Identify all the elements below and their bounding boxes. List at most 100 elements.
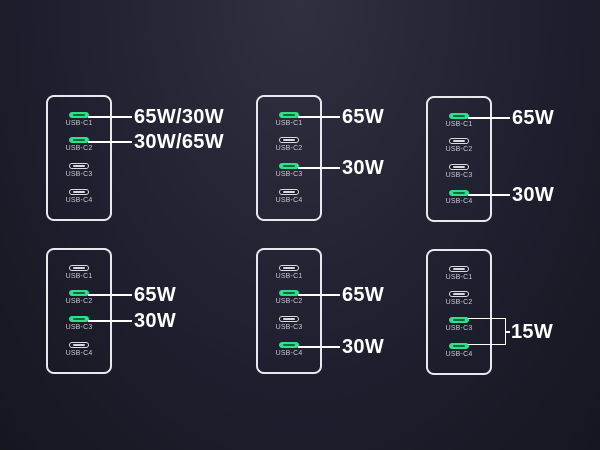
port-usb-c4: USB-C4: [48, 342, 110, 364]
port-label: USB-C2: [445, 146, 473, 153]
charger-body: USB-C1 USB-C2 USB-C3 USB-C4: [426, 96, 492, 222]
port-label: USB-C1: [275, 273, 303, 280]
leader-line: [298, 294, 340, 296]
port-usb-c4: USB-C4: [258, 189, 320, 211]
usb-c-port-icon: [449, 190, 469, 196]
port-label: USB-C4: [275, 350, 303, 357]
usb-c-port-icon: [69, 189, 89, 195]
charger-body: USB-C1 USB-C2 USB-C3 USB-C4: [426, 249, 492, 375]
port-label: USB-C1: [65, 273, 93, 280]
leader-line: [298, 167, 340, 169]
port-usb-c2: USB-C2: [428, 138, 490, 160]
wattage-label: 65W: [134, 284, 177, 306]
wattage-label: 65W: [342, 106, 385, 128]
usb-c-port-icon: [449, 291, 469, 297]
port-usb-c3: USB-C3: [48, 316, 110, 338]
leader-line: [88, 141, 132, 143]
usb-c-port-icon: [69, 316, 89, 322]
charger-body: USB-C1 USB-C2 USB-C3 USB-C4: [256, 248, 322, 374]
port-label: USB-C4: [65, 197, 93, 204]
charger-body: USB-C1 USB-C2 USB-C3 USB-C4: [46, 248, 112, 374]
port-usb-c4: USB-C4: [258, 342, 320, 364]
leader-line: [88, 294, 132, 296]
port-label: USB-C2: [445, 299, 473, 306]
usb-c-port-icon: [69, 163, 89, 169]
port-usb-c2: USB-C2: [428, 291, 490, 313]
port-usb-c1: USB-C1: [48, 112, 110, 134]
wattage-label: 30W: [342, 336, 385, 358]
port-label: USB-C2: [275, 145, 303, 152]
port-usb-c1: USB-C1: [48, 265, 110, 287]
usb-c-port-icon: [69, 290, 89, 296]
port-label: USB-C1: [445, 274, 473, 281]
leader-line: [88, 320, 132, 322]
wattage-label: 65W: [512, 107, 555, 129]
port-usb-c1: USB-C1: [428, 266, 490, 288]
usb-c-port-icon: [279, 137, 299, 143]
usb-c-port-icon: [279, 316, 299, 322]
port-label: USB-C2: [65, 298, 93, 305]
usb-c-port-icon: [449, 343, 469, 349]
port-usb-c3: USB-C3: [258, 163, 320, 185]
usb-c-port-icon: [279, 112, 299, 118]
port-usb-c2: USB-C2: [258, 290, 320, 312]
usb-c-port-icon: [449, 138, 469, 144]
usb-c-port-icon: [449, 317, 469, 323]
port-usb-c2: USB-C2: [258, 137, 320, 159]
port-label: USB-C4: [445, 198, 473, 205]
port-usb-c1: USB-C1: [258, 112, 320, 134]
port-label: USB-C3: [65, 324, 93, 331]
port-usb-c2: USB-C2: [48, 137, 110, 159]
port-usb-c4: USB-C4: [428, 343, 490, 365]
port-label: USB-C4: [65, 350, 93, 357]
leader-line: [88, 116, 132, 118]
usb-c-port-icon: [279, 163, 299, 169]
charger-body: USB-C1 USB-C2 USB-C3 USB-C4: [256, 95, 322, 221]
usb-c-port-icon: [69, 342, 89, 348]
wattage-label: 15W: [511, 321, 554, 343]
usb-c-port-icon: [69, 137, 89, 143]
port-usb-c1: USB-C1: [258, 265, 320, 287]
port-label: USB-C3: [65, 171, 93, 178]
port-label: USB-C4: [275, 197, 303, 204]
usb-c-port-icon: [449, 113, 469, 119]
port-usb-c3: USB-C3: [428, 164, 490, 186]
port-usb-c4: USB-C4: [48, 189, 110, 211]
leader-line: [298, 116, 340, 118]
wattage-label: 30W: [134, 310, 177, 332]
port-label: USB-C3: [445, 325, 473, 332]
port-label: USB-C3: [275, 171, 303, 178]
port-label: USB-C1: [275, 120, 303, 127]
wattage-label: 30W: [342, 157, 385, 179]
bracket-line: [468, 318, 506, 345]
wattage-label: 30W: [512, 184, 555, 206]
port-usb-c1: USB-C1: [428, 113, 490, 135]
leader-line: [468, 117, 510, 119]
usb-c-port-icon: [279, 265, 299, 271]
leader-line: [505, 331, 510, 333]
port-label: USB-C3: [445, 172, 473, 179]
port-label: USB-C3: [275, 324, 303, 331]
charger-body: USB-C1 USB-C2 USB-C3 USB-C4: [46, 95, 112, 221]
port-usb-c3: USB-C3: [258, 316, 320, 338]
wattage-label: 30W/65W: [134, 131, 224, 153]
leader-line: [468, 194, 510, 196]
usb-c-port-icon: [69, 112, 89, 118]
wattage-label: 65W: [342, 284, 385, 306]
port-usb-c3: USB-C3: [428, 317, 490, 339]
port-usb-c3: USB-C3: [48, 163, 110, 185]
port-label: USB-C2: [275, 298, 303, 305]
port-usb-c2: USB-C2: [48, 290, 110, 312]
port-label: USB-C1: [445, 121, 473, 128]
usb-c-port-icon: [279, 189, 299, 195]
usb-c-port-icon: [449, 164, 469, 170]
leader-line: [298, 346, 340, 348]
port-label: USB-C2: [65, 145, 93, 152]
port-label: USB-C4: [445, 351, 473, 358]
usb-c-port-icon: [449, 266, 469, 272]
port-label: USB-C1: [65, 120, 93, 127]
usb-c-port-icon: [279, 342, 299, 348]
usb-c-port-icon: [69, 265, 89, 271]
usb-c-port-icon: [279, 290, 299, 296]
port-usb-c4: USB-C4: [428, 190, 490, 212]
